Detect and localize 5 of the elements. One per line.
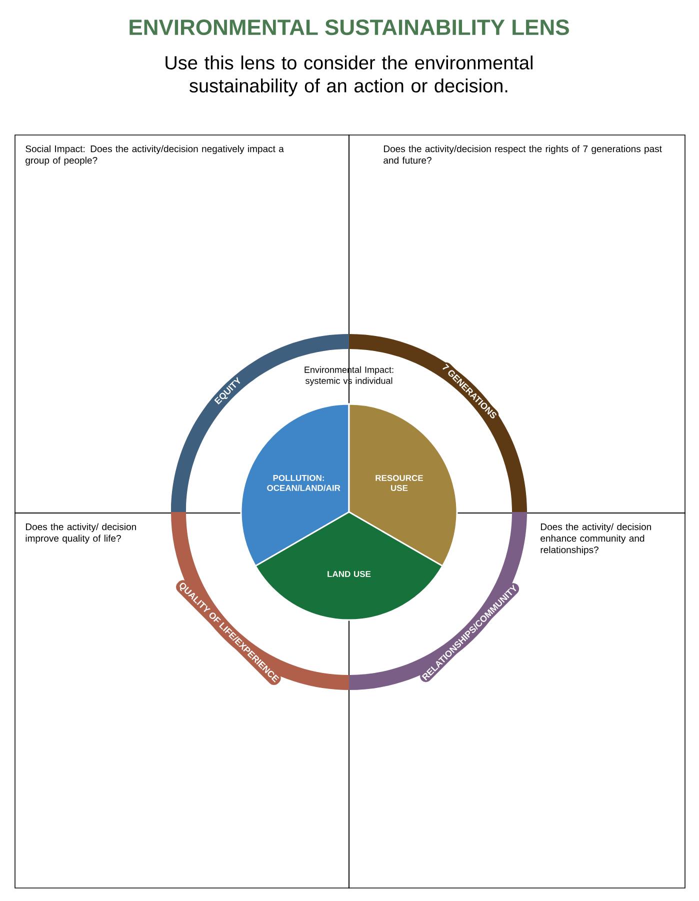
pie-sector: POLLUTION: OCEAN/LAND/AIR — [240, 403, 350, 567]
title: ENVIRONMENTAL SUSTAINABILITY LENS — [130, 20, 569, 36]
pie-sector: LAND USE — [254, 511, 444, 621]
pie-sector: RESOURCE USE — [348, 403, 458, 567]
subtitle: Use this lens to consider the environmental sustainability of an action or decision. — [166, 56, 532, 96]
